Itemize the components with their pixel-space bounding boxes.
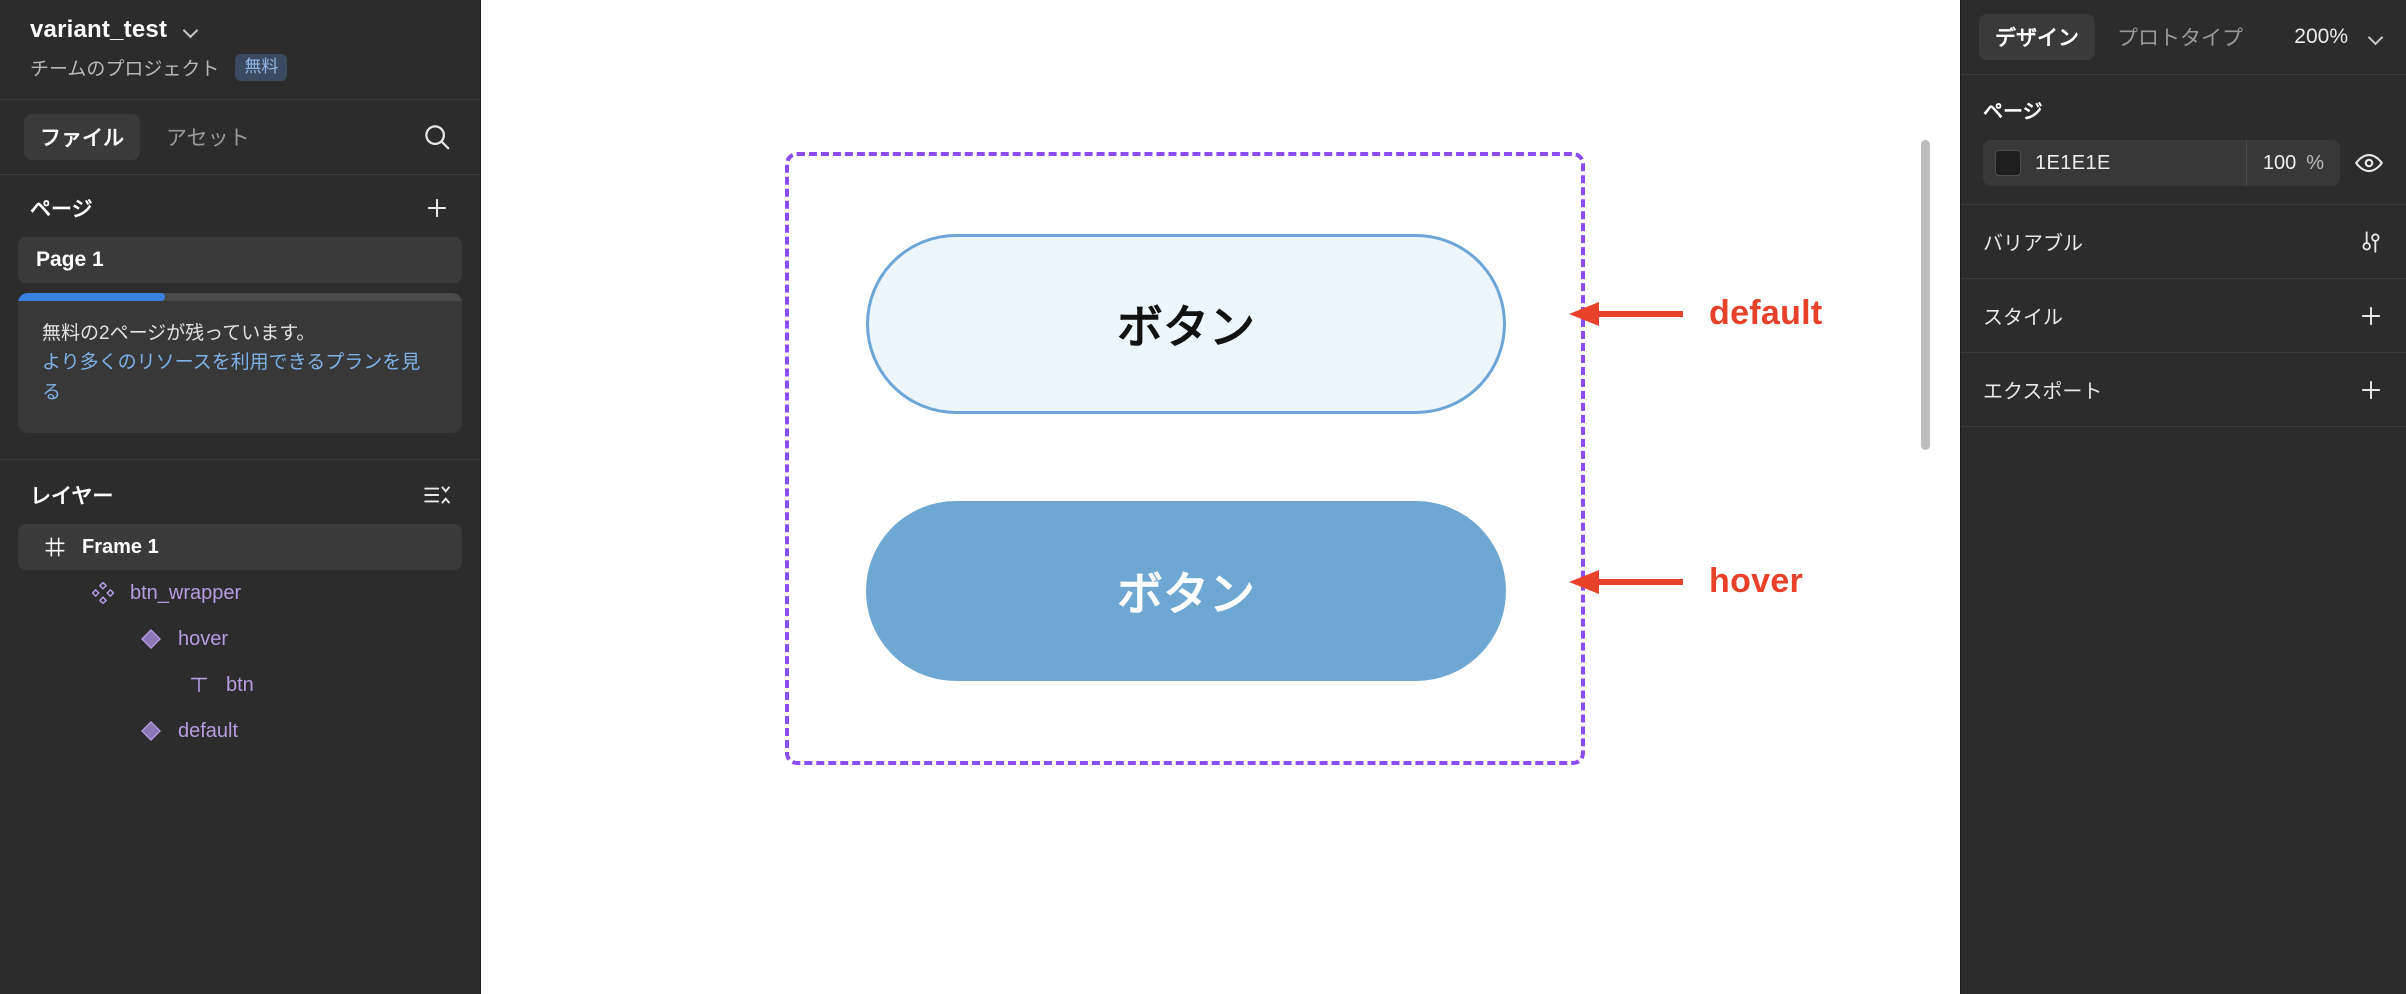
- layer-row-hover[interactable]: hover: [18, 616, 462, 662]
- row-export-label: エクスポート: [1983, 381, 2103, 403]
- page-section-title: ページ: [1983, 101, 2043, 123]
- file-title: variant_test: [30, 16, 168, 43]
- tab-assets[interactable]: アセット: [166, 127, 250, 150]
- right-panel: デザイン プロトタイプ 200% ページ 1E1E1E 100 %: [1960, 0, 2406, 994]
- annotation-hover-label: hover: [1709, 562, 1804, 600]
- canvas-vertical-scrollbar[interactable]: [1921, 140, 1930, 450]
- layer-label: hover: [178, 627, 229, 650]
- frame-icon: [44, 536, 66, 558]
- pages-section-title: ページ: [30, 198, 93, 221]
- project-subtitle-row: チームのプロジェクト 無料: [30, 54, 450, 81]
- button-default[interactable]: ボタン: [866, 234, 1506, 414]
- fill-control[interactable]: 1E1E1E 100 %: [1983, 140, 2340, 186]
- layer-row-btn-wrapper[interactable]: btn_wrapper: [18, 570, 462, 616]
- chevron-down-icon[interactable]: [2368, 29, 2384, 45]
- canvas-area[interactable]: ボタン ボタン default hover: [481, 0, 1960, 994]
- sliders-icon[interactable]: [2358, 229, 2384, 255]
- page-fill-row: 1E1E1E 100 %: [1983, 140, 2384, 186]
- text-icon: [188, 674, 210, 696]
- file-header: variant_test チームのプロジェクト 無料: [0, 0, 480, 100]
- layer-label: btn: [226, 673, 254, 696]
- opacity-cell[interactable]: 100 %: [2245, 140, 2340, 186]
- pages-section-header: ページ: [0, 175, 480, 237]
- fill-hex-value[interactable]: 1E1E1E: [2035, 151, 2111, 174]
- tab-prototype[interactable]: プロトタイプ: [2117, 27, 2243, 50]
- layer-label: btn_wrapper: [130, 581, 242, 604]
- page-fill-section: ページ 1E1E1E 100 %: [1961, 75, 2406, 205]
- plan-card-body: 無料の2ページが残っています。 より多くのリソースを利用できるプランを見る: [18, 301, 462, 433]
- layer-row-default[interactable]: default: [18, 708, 462, 754]
- tab-design[interactable]: デザイン: [1979, 14, 2095, 60]
- button-hover-label: ボタン: [1117, 568, 1255, 620]
- project-subtitle: チームのプロジェクト: [30, 59, 220, 80]
- left-arrow-icon: [1569, 568, 1687, 596]
- left-arrow-icon: [1569, 300, 1687, 328]
- fill-swatch-wrap[interactable]: 1E1E1E: [1983, 150, 2246, 176]
- plus-icon[interactable]: [2358, 377, 2384, 403]
- opacity-value[interactable]: 100: [2262, 151, 2297, 174]
- row-styles[interactable]: スタイル: [1961, 279, 2406, 353]
- instance-icon: [140, 720, 162, 742]
- layers-section-title: レイヤー: [30, 485, 114, 509]
- opacity-unit: %: [2306, 151, 2324, 174]
- row-variables[interactable]: バリアブル: [1961, 205, 2406, 279]
- layer-label: default: [178, 719, 239, 742]
- plan-upgrade-link[interactable]: より多くのリソースを利用できるプランを見る: [42, 352, 421, 403]
- color-swatch[interactable]: [1995, 150, 2021, 176]
- left-sidebar: variant_test チームのプロジェクト 無料 ファイル アセット ページ…: [0, 0, 481, 994]
- row-variables-label: バリアブル: [1983, 233, 2083, 255]
- annotation-default-label: default: [1709, 294, 1823, 332]
- button-default-label: ボタン: [1117, 301, 1255, 353]
- row-export[interactable]: エクスポート: [1961, 353, 2406, 427]
- right-panel-tabs: デザイン プロトタイプ 200%: [1961, 0, 2406, 75]
- annotation-default: default: [1569, 294, 1823, 333]
- plan-notice-card: 無料の2ページが残っています。 より多くのリソースを利用できるプランを見る: [18, 293, 462, 434]
- frame-boundary[interactable]: [785, 152, 1585, 765]
- plan-progress-track: [18, 293, 462, 301]
- layer-label: Frame 1: [82, 535, 159, 558]
- zoom-level-value[interactable]: 200%: [2294, 25, 2348, 48]
- sidebar-divider: [0, 459, 480, 461]
- page-item-page-1[interactable]: Page 1: [18, 237, 462, 283]
- sidebar-tabs: ファイル アセット: [0, 100, 480, 175]
- plus-icon[interactable]: [2358, 303, 2384, 329]
- tab-files[interactable]: ファイル: [24, 114, 140, 160]
- plan-progress-fill: [18, 293, 165, 301]
- eye-icon[interactable]: [2354, 148, 2384, 178]
- annotation-hover: hover: [1569, 562, 1803, 601]
- add-page-button[interactable]: [424, 195, 450, 221]
- search-icon[interactable]: [422, 122, 452, 152]
- sort-icon[interactable]: [422, 482, 450, 508]
- layer-row-frame-1[interactable]: Frame 1: [18, 524, 462, 571]
- row-styles-label: スタイル: [1983, 307, 2063, 329]
- file-title-row[interactable]: variant_test: [30, 16, 450, 44]
- button-hover[interactable]: ボタン: [866, 501, 1506, 681]
- layer-row-btn[interactable]: btn: [18, 662, 462, 708]
- plan-notice-text: 無料の2ページが残っています。: [42, 323, 316, 344]
- layers-section-header: レイヤー: [0, 460, 480, 524]
- plan-badge: 無料: [235, 54, 288, 81]
- component-icon: [91, 581, 115, 605]
- chevron-down-icon[interactable]: [183, 22, 199, 38]
- instance-icon: [140, 628, 162, 650]
